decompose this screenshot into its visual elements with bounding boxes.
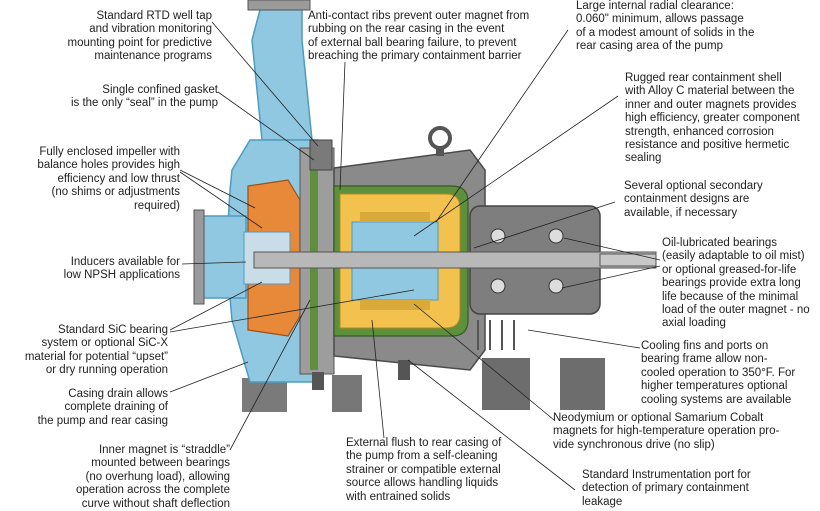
callout-inner-magnet-straddle: Inner magnet is “straddle” mounted betwe… (75, 444, 230, 510)
ball-bearing-icon (490, 228, 564, 294)
suction-flange (193, 209, 205, 305)
callout-confined-gasket: Single confined gasket is the only “seal… (70, 84, 218, 110)
rear-foot (332, 375, 362, 412)
callout-casing-drain: Casing drain allows complete draining of… (37, 388, 168, 427)
callout-anti-contact-ribs: Anti-contact ribs prevent outer magnet f… (308, 10, 530, 63)
ring-bolt-icon (428, 126, 452, 156)
frame-foot-right (560, 358, 605, 410)
magnet-strip-bottom (360, 300, 430, 310)
rtd-tap (309, 139, 333, 171)
callout-sic-bearing: Standard SiC bearing system or optional … (24, 324, 168, 377)
callout-radial-clearance: Large internal radial clearance: 0.060" … (576, 0, 755, 53)
shaft-end (599, 253, 657, 267)
leader-lines (169, 21, 661, 491)
callout-instrumentation-port: Standard Instrumentation port for detect… (582, 469, 751, 508)
shaft (253, 251, 657, 269)
callout-containment-shell: Rugged rear containment shell with Alloy… (625, 72, 800, 165)
callout-cooling-fins: Cooling fins and ports on bearing frame … (641, 340, 796, 406)
callout-rtd-well-tap: Standard RTD well tap and vibration moni… (67, 10, 212, 63)
callout-inducers: Inducers available for low NPSH applicat… (63, 256, 180, 282)
front-foot (242, 378, 287, 412)
magnet-strip-top (360, 212, 430, 222)
callout-external-flush: External flush to rear casing of the pum… (346, 437, 502, 503)
callout-oil-lubricated-bearings: Oil-lubricated bearings (easily adaptabl… (662, 237, 810, 330)
callout-neodymium-magnets: Neodymium or optional Samarium Cobalt ma… (553, 412, 780, 451)
cooling-fins (477, 320, 515, 350)
casing-bolts (312, 360, 410, 390)
callout-secondary-containment: Several optional secondary containment d… (624, 180, 763, 219)
callout-enclosed-impeller: Fully enclosed impeller with balance hol… (37, 146, 180, 212)
discharge-nozzle (251, 1, 313, 141)
discharge-flange (247, 0, 311, 11)
suction-nozzle (197, 215, 247, 299)
